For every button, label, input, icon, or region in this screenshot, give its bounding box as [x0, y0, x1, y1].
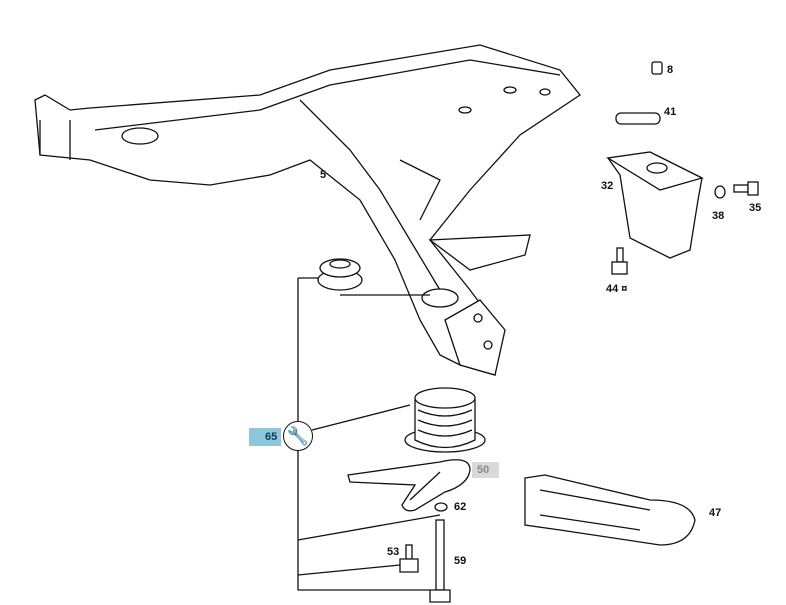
callout-44[interactable]: 44 ¤: [606, 283, 628, 295]
callout-59[interactable]: 59: [454, 555, 467, 567]
callout-50[interactable]: 50: [472, 462, 500, 478]
callout-38[interactable]: 38: [712, 210, 725, 222]
mount-bracket-part-32: [606, 151, 704, 259]
callout-53[interactable]: 53: [387, 546, 400, 558]
nut-part-53: [399, 544, 419, 573]
callout-47[interactable]: 47: [709, 507, 722, 519]
callout-35[interactable]: 35: [749, 202, 762, 214]
subframe-part-5: [34, 44, 581, 376]
bushing: [404, 387, 486, 453]
callout-41[interactable]: 41: [664, 106, 677, 118]
callout-62[interactable]: 62: [454, 501, 467, 513]
leader-lines: [297, 277, 441, 591]
callout-65[interactable]: 65: [249, 428, 282, 446]
plate-part-50: [347, 459, 471, 512]
plug-part-8: [651, 61, 663, 75]
key-part-41: [615, 112, 661, 125]
rubber-mount: [317, 258, 363, 291]
washer-part-38: [714, 185, 726, 199]
nut-part-44: [611, 247, 628, 275]
bolt-part-59: [429, 519, 451, 603]
bracket-part-47: [524, 474, 696, 546]
callout-32[interactable]: 32: [601, 180, 614, 192]
wrench-icon[interactable]: 🔧: [283, 421, 313, 451]
washer-part-62: [434, 502, 448, 512]
callout-8[interactable]: 8: [667, 64, 674, 76]
callout-5[interactable]: 5: [320, 169, 327, 181]
bolt-part-35: [733, 181, 759, 196]
